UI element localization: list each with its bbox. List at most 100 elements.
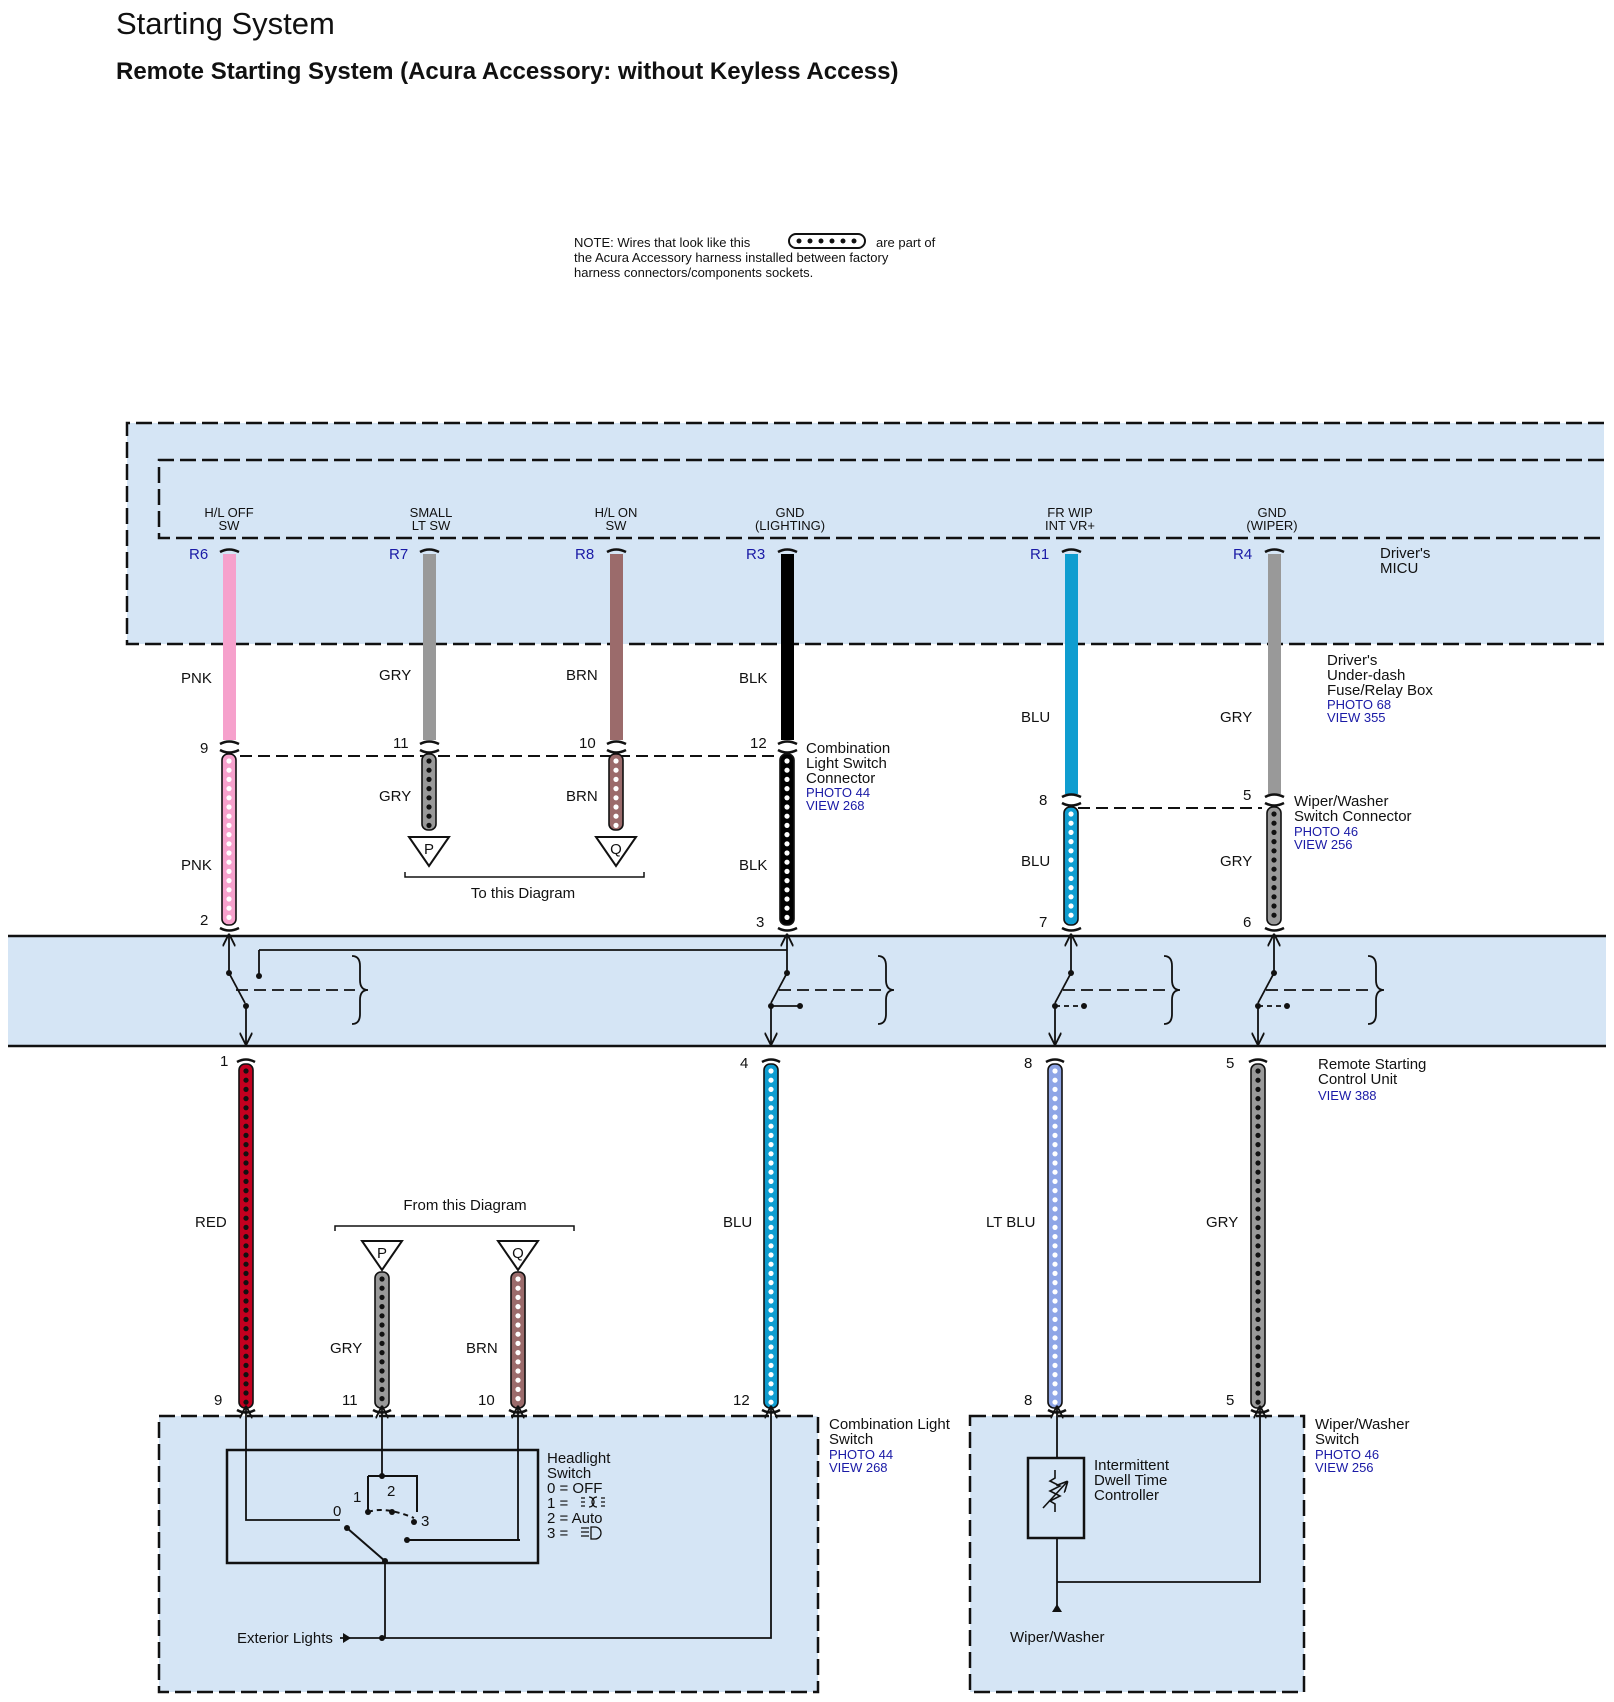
wire-gry bbox=[423, 554, 436, 740]
inline-connector-marks bbox=[219, 740, 1285, 807]
terminal-id: R3 bbox=[746, 546, 765, 563]
pin-number: 6 bbox=[1243, 914, 1251, 931]
terminal-label: SW bbox=[219, 518, 241, 533]
micu-name: Driver's bbox=[1380, 545, 1430, 562]
label: Dwell Time bbox=[1094, 1472, 1167, 1489]
wire-color: BRN bbox=[566, 788, 598, 805]
pin-number: 11 bbox=[393, 735, 409, 752]
pin-number: 4 bbox=[740, 1055, 748, 1072]
offpage-label: P bbox=[424, 841, 434, 858]
label: Control Unit bbox=[1318, 1071, 1398, 1088]
accessory-wire-gry bbox=[1266, 806, 1282, 926]
wire-color: GRY bbox=[379, 788, 411, 805]
accessory-wires-upper bbox=[221, 753, 1282, 926]
micu-name: MICU bbox=[1380, 560, 1418, 577]
offpage-p-icon bbox=[407, 836, 451, 868]
micu-outline bbox=[157, 458, 1604, 540]
photo-ref: PHOTO 46 bbox=[1294, 824, 1358, 839]
label: Intermittent bbox=[1094, 1457, 1170, 1474]
wire-color: PNK bbox=[181, 670, 212, 687]
terminal-id: R1 bbox=[1030, 546, 1049, 563]
pin-number: 1 bbox=[220, 1053, 228, 1070]
switch-connector-caps bbox=[236, 1408, 1270, 1414]
accessory-wire-brn bbox=[608, 753, 624, 831]
wire-color: LT BLU bbox=[986, 1214, 1035, 1231]
label: Combination bbox=[806, 740, 890, 757]
headlight-switch-positions: 0 1 2 3 bbox=[333, 1483, 429, 1530]
micu-terminal-labels: H/L OFF SW SMALL LT SW H/L ON SW GND (LI… bbox=[189, 505, 1430, 577]
accessory-wire-blu bbox=[1063, 806, 1079, 926]
wire-color: PNK bbox=[181, 857, 212, 874]
pin-number: 8 bbox=[1024, 1055, 1032, 1072]
legend: 0 = OFF bbox=[547, 1480, 602, 1497]
label: Switch bbox=[547, 1465, 591, 1482]
offpage-caption: From this Diagram bbox=[403, 1197, 526, 1214]
pin-number: 12 bbox=[750, 735, 767, 752]
headlight-switch-label: Headlight Switch 0 = OFF 1 = 2 = Auto 3 … bbox=[547, 1450, 611, 1542]
view-ref: VIEW 256 bbox=[1294, 837, 1353, 852]
label: Switch Connector bbox=[1294, 808, 1412, 825]
accessory-wire-pnk bbox=[221, 753, 237, 926]
accessory-wires-lower bbox=[238, 1063, 1266, 1409]
terminal-id: R4 bbox=[1233, 546, 1252, 563]
wiper-washer-switch-label: Wiper/Washer Switch PHOTO 46 VIEW 256 bbox=[1315, 1416, 1409, 1475]
photo-ref: PHOTO 68 bbox=[1327, 697, 1391, 712]
label: Headlight bbox=[547, 1450, 611, 1467]
label: Fuse/Relay Box bbox=[1327, 682, 1433, 699]
wire-color: GRY bbox=[1220, 709, 1252, 726]
note: NOTE: Wires that look like this are part… bbox=[574, 233, 936, 280]
view-ref: VIEW 388 bbox=[1318, 1088, 1377, 1103]
label: Switch bbox=[1315, 1431, 1359, 1448]
pin-number: 10 bbox=[478, 1392, 495, 1409]
terminal-label: SW bbox=[606, 518, 628, 533]
remote-starting-control-unit bbox=[8, 936, 1606, 1046]
photo-ref: PHOTO 44 bbox=[829, 1447, 893, 1462]
label: Driver's bbox=[1327, 652, 1377, 669]
note-line1b: are part of bbox=[876, 235, 936, 250]
dwell-time-controller-label: Intermittent Dwell Time Controller bbox=[1094, 1457, 1170, 1504]
headlight-switch-circuit bbox=[346, 1475, 520, 1562]
terminal-label: H/L OFF bbox=[204, 505, 253, 520]
wire-color: GRY bbox=[379, 667, 411, 684]
label: Light Switch bbox=[806, 755, 887, 772]
offpage-label: P bbox=[377, 1245, 387, 1262]
terminal-label: INT VR+ bbox=[1045, 518, 1095, 533]
legend: 1 = bbox=[547, 1495, 569, 1512]
headlight-icon bbox=[581, 1526, 602, 1540]
pin-number: 7 bbox=[1039, 914, 1047, 931]
offpage-to: P Q To this Diagram bbox=[404, 836, 645, 902]
label: Wiper/Washer bbox=[1294, 793, 1388, 810]
combination-light-switch-label: Combination Light Switch PHOTO 44 VIEW 2… bbox=[829, 1416, 951, 1475]
position: 0 bbox=[333, 1503, 341, 1520]
label: Wiper/Washer bbox=[1315, 1416, 1409, 1433]
photo-ref: PHOTO 46 bbox=[1315, 1447, 1379, 1462]
pin-number: 5 bbox=[1226, 1392, 1234, 1409]
factory-wires bbox=[223, 554, 1281, 794]
wire-brn bbox=[610, 554, 623, 740]
wiper-washer-switch bbox=[968, 1414, 1306, 1694]
wiper-washer-label: Wiper/Washer bbox=[1010, 1629, 1104, 1646]
legend: 2 = Auto bbox=[547, 1510, 602, 1527]
parking-lights-icon bbox=[581, 1496, 605, 1508]
pin-numbers: 9 11 10 12 8 5 2 3 7 6 1 4 8 5 9 11 10 1… bbox=[200, 735, 1251, 1409]
wire-color: GRY bbox=[330, 1340, 362, 1357]
photo-ref: PHOTO 44 bbox=[806, 785, 870, 800]
pin-number: 12 bbox=[733, 1392, 750, 1409]
accessory-wire-gry bbox=[421, 753, 437, 831]
view-ref: VIEW 268 bbox=[806, 798, 865, 813]
wire-gry bbox=[1268, 554, 1281, 794]
page-title: Starting System bbox=[116, 6, 335, 41]
remote-starting-control-unit-label: Remote Starting Control Unit VIEW 388 bbox=[1318, 1056, 1426, 1103]
terminal-id: R8 bbox=[575, 546, 594, 563]
label: Combination Light bbox=[829, 1416, 951, 1433]
wire-color: BLK bbox=[739, 670, 767, 687]
note-line1a: NOTE: Wires that look like this bbox=[574, 235, 751, 250]
accessory-wire-brn bbox=[510, 1271, 526, 1409]
terminal-label: (WIPER) bbox=[1246, 518, 1297, 533]
offpage-q-icon bbox=[594, 836, 638, 868]
dwell-time-controller bbox=[1026, 1456, 1086, 1540]
micu-connector-caps bbox=[219, 548, 1285, 554]
terminal-id: R6 bbox=[189, 546, 208, 563]
terminal-label: H/L ON bbox=[595, 505, 638, 520]
wire-color: RED bbox=[195, 1214, 227, 1231]
